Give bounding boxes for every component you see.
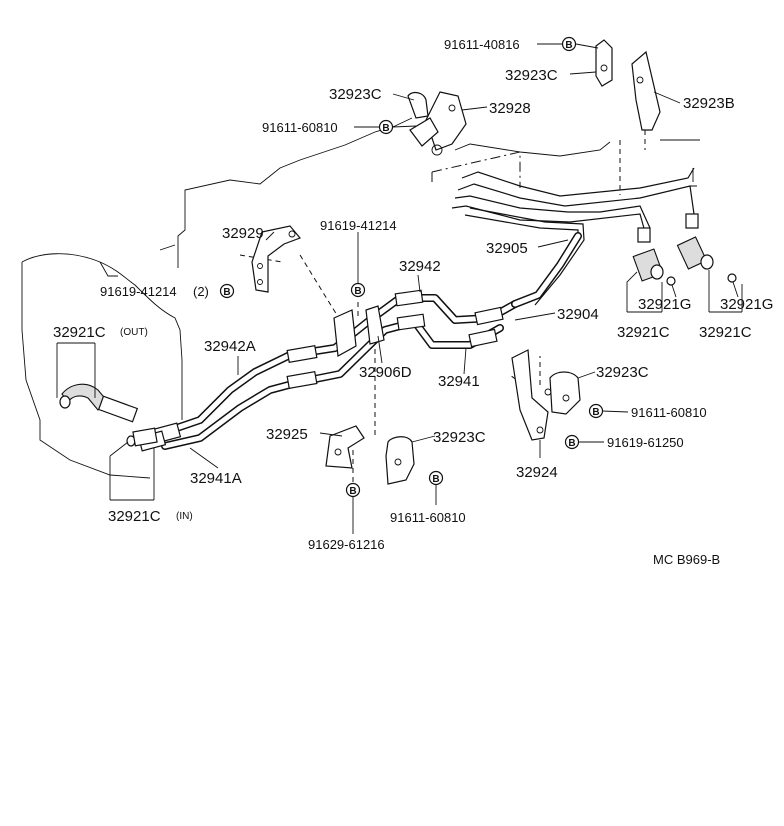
label-in: (IN) <box>176 511 193 522</box>
svg-text:B: B <box>568 438 575 449</box>
reference-code: MC B969-B <box>653 552 720 567</box>
left-elbow-fittings <box>59 383 158 447</box>
label-32921C-out: 32921C <box>53 324 106 341</box>
label-32923C-top: 32923C <box>505 67 558 84</box>
svg-text:B: B <box>223 287 230 298</box>
leader-lines <box>56 43 743 534</box>
label-32921G-b: 32921G <box>720 296 773 313</box>
label-out: (OUT) <box>120 327 148 338</box>
bolt-icon: B <box>428 470 444 486</box>
svg-text:B: B <box>592 407 599 418</box>
label-91611-60810-top: 91611-60810 <box>262 120 338 135</box>
right-fittings <box>632 168 737 286</box>
label-32929: 32929 <box>222 225 264 242</box>
svg-text:B: B <box>565 40 572 51</box>
bolt-icon: B <box>564 434 580 450</box>
svg-text:B: B <box>349 486 356 497</box>
svg-text:B: B <box>382 123 389 134</box>
svg-text:B: B <box>354 286 361 297</box>
label-91629-61216: 91629-61216 <box>308 537 385 552</box>
label-32925: 32925 <box>266 426 308 443</box>
label-91619-41214-a: 91619-41214 <box>320 218 397 233</box>
label-91611-60810-low: 91611-60810 <box>390 510 466 525</box>
brackets <box>251 39 661 485</box>
label-32928: 32928 <box>489 100 531 117</box>
label-91619-61250: 91619-61250 <box>607 435 684 450</box>
label-91619-41214-b: 91619-41214 <box>100 284 177 299</box>
engine-outline <box>21 117 700 479</box>
label-32921C-r1: 32921C <box>617 324 670 341</box>
label-91611-40816: 91611-40816 <box>444 37 520 52</box>
bolt-icon: B <box>588 403 604 419</box>
label-32924: 32924 <box>516 464 558 481</box>
label-32941A: 32941A <box>190 470 242 487</box>
label-32906D: 32906D <box>359 364 412 381</box>
label-32921G-a: 32921G <box>638 296 691 313</box>
label-32942A: 32942A <box>204 338 256 355</box>
label-32921C-in: 32921C <box>108 508 161 525</box>
bolt-icon: B <box>378 119 394 135</box>
label-32923C-low: 32923C <box>433 429 486 446</box>
label-91611-60810-right: 91611-60810 <box>631 405 707 420</box>
part-labels: 91611-40816 32923C 32923B 32923C 32928 9… <box>53 37 773 567</box>
bolt-icon: B <box>219 283 235 299</box>
label-32923B: 32923B <box>683 95 735 112</box>
label-32923C-right: 32923C <box>596 364 649 381</box>
label-32921C-r2: 32921C <box>699 324 752 341</box>
bolt-icon: B <box>350 282 366 298</box>
bolt-icon: B <box>345 482 361 498</box>
label-32904: 32904 <box>557 306 599 323</box>
label-32923C-mid: 32923C <box>329 86 382 103</box>
bolt-icon: B <box>561 36 577 52</box>
label-qty-2: (2) <box>193 284 209 299</box>
svg-text:B: B <box>432 474 439 485</box>
label-32941: 32941 <box>438 373 480 390</box>
label-32905: 32905 <box>486 240 528 257</box>
label-32942: 32942 <box>399 258 441 275</box>
